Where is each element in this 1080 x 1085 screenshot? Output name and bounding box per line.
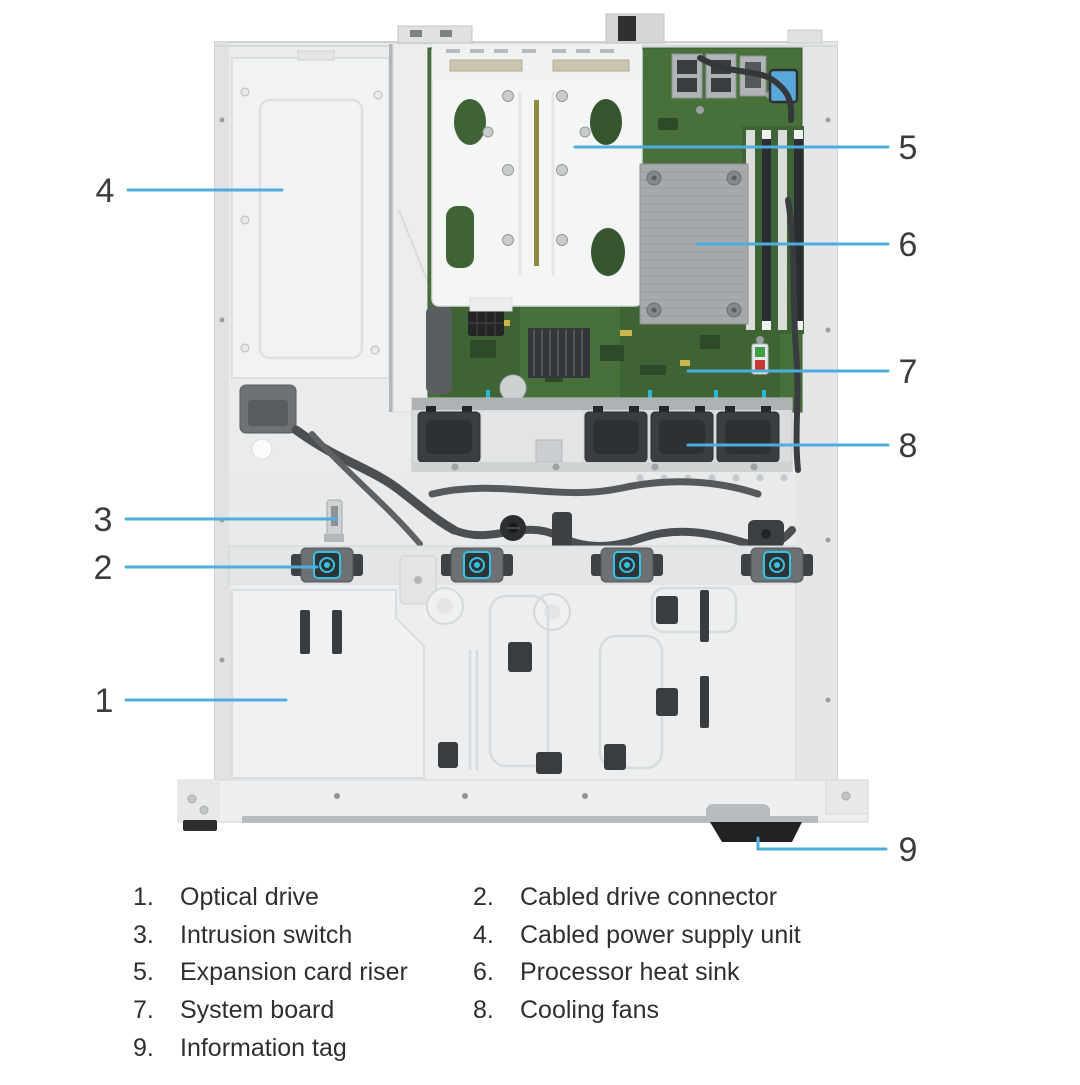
riser-cutouts (446, 99, 625, 276)
riser-foot (469, 297, 513, 312)
bay-cutouts (300, 590, 709, 774)
legend-item-number: 7. (133, 996, 154, 1025)
drive-connector-clip (741, 547, 813, 583)
legend-item-4: 4. Cabled power supply unit (473, 917, 801, 955)
intrusion-switch (324, 499, 344, 542)
optical-drive-blank (231, 589, 425, 779)
callout-number-1: 1 (95, 682, 114, 720)
rear-io-ports (671, 53, 799, 123)
legend-item-label: Intrusion switch (180, 920, 353, 949)
front-panel-left-ear (178, 780, 220, 822)
power-supply-unit (231, 44, 396, 434)
chassis-left-rail (215, 42, 229, 782)
cooling-fans (411, 397, 793, 473)
legend-item-5: 5. Expansion card riser (133, 954, 408, 992)
callout-number-6: 6 (899, 226, 918, 264)
callout-number-9: 9 (899, 831, 918, 869)
legend-item-number: 9. (133, 1033, 154, 1062)
legend-item-number: 1. (133, 883, 154, 912)
front-panel-screws (334, 793, 588, 799)
legend-item-label: Information tag (180, 1033, 347, 1062)
fan-module (716, 406, 780, 463)
chipset-heatsink (528, 328, 590, 378)
front-panel (177, 779, 869, 831)
legend-column-left: 1. Optical drive 3. Intrusion switch 5. … (133, 879, 408, 1067)
callout-number-7: 7 (899, 353, 918, 391)
legend-item-8: 8. Cooling fans (473, 992, 801, 1030)
callout-leader-lines (124, 145, 890, 851)
fan-rail-screws (451, 463, 758, 471)
callout-number-4: 4 (96, 172, 115, 210)
riser-card-slot (449, 59, 523, 72)
perforation-holes (636, 474, 788, 482)
riser-slot-dashes (446, 49, 614, 53)
fan-header-ticks (486, 390, 766, 404)
legend-item-number: 2. (473, 883, 494, 912)
drive-connector-row (228, 545, 813, 585)
callout-number-3: 3 (94, 501, 113, 539)
legend-item-label: Optical drive (180, 883, 319, 912)
information-tag (706, 804, 802, 842)
callout-line-9 (756, 836, 888, 851)
callout-numbers: 1 2 3 4 5 6 7 8 9 (94, 129, 918, 869)
cable-standoff (426, 306, 452, 394)
touchpoint-icon (769, 557, 785, 573)
legend-item-label: Cabled drive connector (520, 883, 778, 912)
touchpoint-icon (619, 557, 635, 573)
empty-fan-slot (482, 412, 583, 464)
legend-item-number: 8. (473, 996, 494, 1025)
chassis-divider (392, 43, 433, 413)
drive-connector-clip (291, 547, 363, 583)
legend-item-number: 3. (133, 920, 154, 949)
riser-screws (482, 90, 591, 246)
riser-card-slot (552, 59, 630, 72)
information-tag-body (710, 822, 802, 842)
heatsink-screws (646, 170, 742, 318)
riser-edge-connector (534, 100, 539, 266)
callout-number-5: 5 (899, 129, 918, 167)
information-tag-handle (706, 804, 770, 824)
riser-latch (618, 16, 636, 41)
legend-item-1: 1. Optical drive (133, 879, 408, 917)
fan-module (584, 406, 648, 463)
chassis-top-tabs (397, 13, 823, 44)
power-connector-8pin (468, 310, 504, 336)
touchpoint-icon (319, 557, 335, 573)
status-connector (751, 343, 769, 375)
legend-item-label: Processor heat sink (520, 958, 740, 987)
legend-item-number: 4. (473, 920, 494, 949)
legend-item-label: Cabled power supply unit (520, 920, 801, 949)
legend-item-number: 5. (133, 958, 154, 987)
legend-item-label: Expansion card riser (180, 958, 408, 987)
coin-cell-battery (499, 374, 527, 402)
legend-column-right: 2. Cabled drive connector 4. Cabled powe… (473, 879, 801, 1029)
round-knob (500, 515, 526, 541)
cable-clip-housing (552, 512, 572, 554)
legend-item-3: 3. Intrusion switch (133, 917, 408, 955)
legend-item-label: Cooling fans (520, 996, 659, 1025)
fan-module (417, 406, 481, 463)
expansion-card-riser (431, 43, 643, 312)
rear-cable (697, 55, 795, 123)
fan-module (650, 406, 714, 463)
drive-connector-clip (441, 547, 513, 583)
callout-number-2: 2 (94, 549, 113, 587)
callout-number-8: 8 (899, 427, 918, 465)
tray-hole (251, 438, 273, 460)
legend-item-number: 6. (473, 958, 494, 987)
legend-item-6: 6. Processor heat sink (473, 954, 801, 992)
legend-item-7: 7. System board (133, 992, 408, 1030)
drive-bay-cage (229, 555, 797, 781)
psu-screws (240, 87, 383, 355)
touchpoint-icon (469, 557, 485, 573)
legend-item-2: 2. Cabled drive connector (473, 879, 801, 917)
drive-connector-clip (591, 547, 663, 583)
legend-item-label: System board (180, 996, 335, 1025)
psu-cable-connector (239, 384, 297, 434)
legend-item-9: 9. Information tag (133, 1029, 408, 1067)
